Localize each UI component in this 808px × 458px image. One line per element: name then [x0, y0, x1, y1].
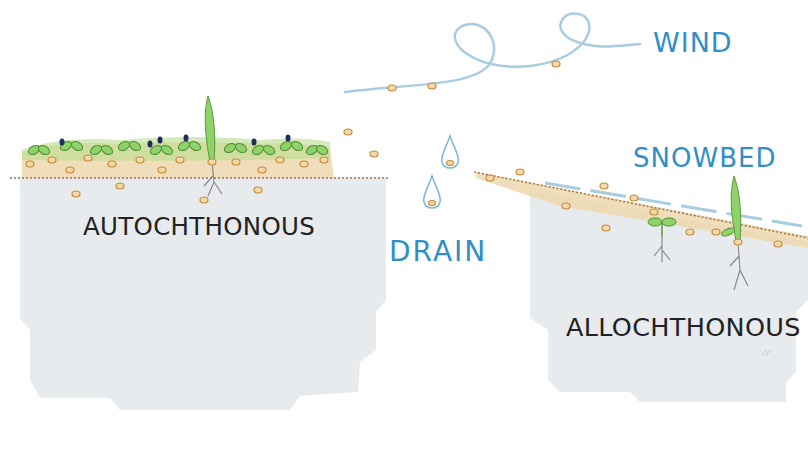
seed — [429, 201, 436, 206]
roots — [204, 162, 222, 196]
berry — [148, 141, 153, 148]
seed — [276, 157, 284, 163]
seed — [552, 61, 560, 67]
berry — [60, 139, 65, 146]
seed — [516, 169, 524, 175]
seed — [48, 157, 56, 163]
seed — [116, 183, 124, 189]
seed — [650, 209, 658, 215]
seed — [370, 151, 378, 157]
leaf — [70, 140, 84, 153]
seed — [200, 197, 208, 203]
drain-drop — [442, 136, 459, 168]
roots — [654, 236, 670, 262]
vegetation-band — [22, 137, 330, 161]
berry — [184, 135, 189, 142]
seed — [258, 167, 266, 173]
seeds — [26, 61, 782, 247]
seed — [300, 161, 308, 167]
seed — [686, 229, 694, 235]
seed — [320, 157, 328, 163]
leaf — [279, 140, 293, 153]
seed — [630, 195, 638, 201]
berry — [286, 135, 291, 142]
seed — [108, 161, 116, 167]
leaf — [160, 144, 174, 157]
wind-label: WIND — [653, 29, 733, 56]
seed — [254, 187, 262, 193]
leaf — [251, 144, 265, 157]
leaf — [290, 140, 304, 153]
seed — [602, 225, 610, 231]
wind-swirl — [345, 13, 640, 92]
leaf — [648, 218, 662, 226]
leaf — [223, 142, 237, 155]
leaf — [720, 226, 735, 237]
slope-line — [474, 172, 808, 238]
leaf — [37, 144, 51, 157]
drain-label: DRAIN — [389, 238, 487, 266]
berry — [252, 139, 257, 146]
leaf — [177, 140, 191, 153]
seed — [600, 183, 608, 189]
roots — [730, 242, 748, 290]
seed — [158, 167, 166, 173]
seed — [26, 161, 34, 167]
seed — [232, 159, 240, 165]
seed — [774, 241, 782, 247]
grass-blade — [205, 96, 215, 162]
soil-layer — [476, 172, 808, 248]
leaf — [315, 144, 329, 157]
leaf — [100, 144, 114, 157]
seed — [712, 229, 720, 235]
seed — [388, 85, 396, 91]
leaf — [117, 140, 131, 153]
seed — [208, 159, 216, 165]
leaf — [128, 140, 142, 153]
seed — [562, 203, 570, 209]
seed — [176, 157, 184, 163]
leaf — [89, 144, 103, 157]
berries — [60, 135, 291, 148]
seed — [344, 129, 352, 135]
seed — [428, 83, 436, 89]
zone-label: ALLOCHTHONOUS — [566, 315, 801, 341]
snowbed-label: SNOWBED — [633, 145, 776, 171]
seed — [84, 155, 92, 161]
seed — [136, 157, 144, 163]
ground-line — [10, 177, 390, 179]
leaf — [188, 140, 202, 153]
plant-cluster — [27, 140, 329, 157]
soil-block — [530, 190, 808, 402]
drain-drop — [424, 176, 441, 208]
snowbed-line — [545, 183, 802, 226]
zone-label: AUTOCHTHONOUS — [83, 215, 315, 240]
soil-block — [20, 178, 386, 410]
leaf — [234, 142, 248, 155]
berry — [158, 137, 163, 144]
seed — [734, 239, 742, 245]
leaf — [662, 218, 676, 226]
signature-mark — [762, 350, 770, 356]
seed — [66, 167, 74, 173]
seed — [486, 175, 494, 181]
seed — [72, 191, 80, 197]
leaf — [262, 144, 276, 157]
seed — [447, 161, 454, 166]
